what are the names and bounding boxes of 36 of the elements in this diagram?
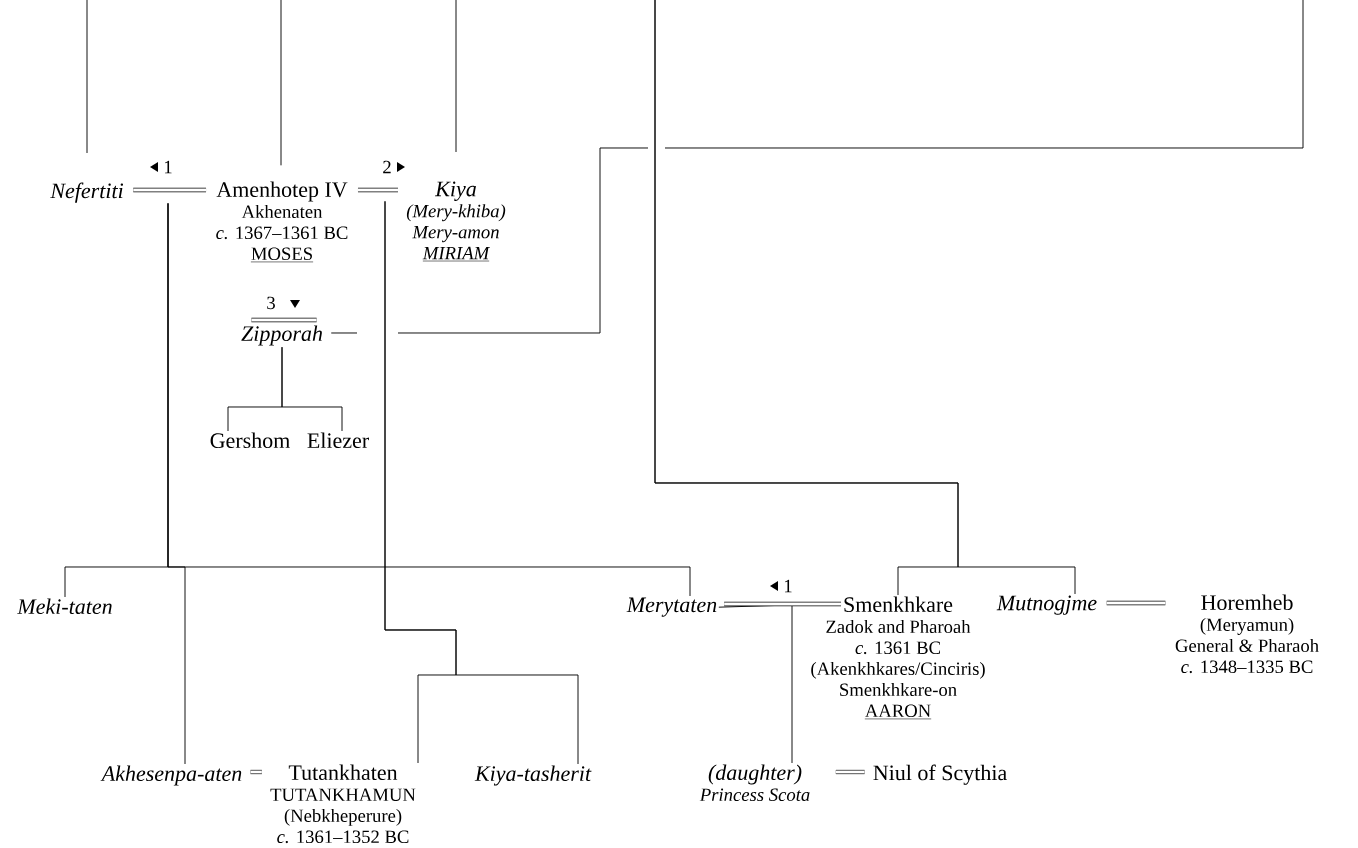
marriage-line bbox=[1106, 600, 1166, 606]
descent-line bbox=[167, 202, 691, 597]
descent-line bbox=[654, 0, 1076, 595]
descent-line bbox=[281, 346, 343, 432]
marriage-number: 3 bbox=[267, 296, 300, 310]
person-name: Gershom bbox=[210, 432, 290, 449]
descent-line bbox=[384, 200, 579, 765]
descent-line bbox=[718, 604, 793, 764]
marriage-line bbox=[133, 187, 207, 193]
marriage-line bbox=[358, 187, 398, 193]
marriage-line bbox=[251, 317, 317, 323]
person-name: Merytaten bbox=[626, 597, 717, 617]
person-name: Eliezer bbox=[307, 432, 369, 449]
marriage-line bbox=[724, 601, 841, 607]
person-name: Niul of Scythia bbox=[873, 764, 1007, 785]
descent-line bbox=[330, 0, 1304, 334]
descent-line bbox=[280, 0, 282, 166]
person-name: Kiya-tasherit bbox=[474, 765, 592, 786]
person-name: Akhesenpa-aten bbox=[100, 765, 242, 786]
person-name: Smenkhkare Zadok and Pharoah c. 1361 BC (Akenkhkares/Cinciris) Smenkhkare-on AARON bbox=[811, 596, 985, 720]
marriage-line bbox=[250, 769, 262, 775]
person-name: Tutankhaten TUTANKHAMUN (Nebkheperure) c. 1361–1352 BC bbox=[270, 764, 416, 844]
person-name: Horemheb (Meryamun) General & Pharaoh c. 1348–1335 BC bbox=[1175, 594, 1319, 674]
descent-line bbox=[86, 0, 88, 154]
person-name: Kiya (Mery-khiba) Mery-amon MIRIAM bbox=[406, 181, 506, 262]
person-name: Mutnogjme bbox=[996, 595, 1097, 615]
marriage-line bbox=[835, 769, 865, 775]
person-name: (daughter) Princess Scota bbox=[699, 764, 810, 802]
marriage-number: 2 bbox=[383, 160, 405, 174]
descent-line bbox=[455, 0, 457, 153]
person-name: Nefertiti bbox=[50, 182, 123, 203]
person-name: Meki-taten bbox=[17, 598, 112, 615]
person-name: Amenhotep IV Akhenaten c. 1367–1361 BC MOSES bbox=[216, 181, 348, 263]
marriage-number: 1 bbox=[150, 160, 172, 174]
person-name: Zipporah bbox=[241, 325, 323, 346]
marriage-number: 1 bbox=[770, 579, 792, 593]
